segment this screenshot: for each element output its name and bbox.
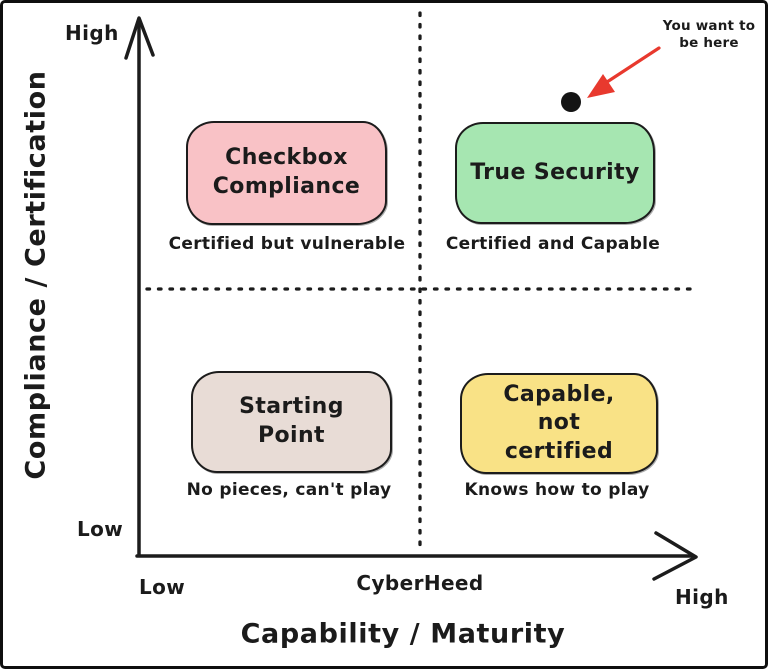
annotation-arrow-shaft [605,46,661,84]
caption-no-pieces-cant-play: No pieces, can't play [186,480,392,500]
y-axis-high-label: High [65,21,119,45]
caption-knows-how-to-play: Knows how to play [464,480,650,500]
x-axis-high-label: High [675,585,729,609]
x-axis-center-label: CyberHeed [356,571,484,595]
quadrant-label: Starting Point [239,394,344,448]
target-dot [561,92,581,112]
y-axis-arrowhead-icon [124,16,155,60]
quadrant-label: True Security [470,159,640,185]
y-axis-title: Compliance / Certification [20,70,52,480]
x-axis-title: Capability / Maturity [240,618,566,650]
annotation-arrowhead-icon [587,74,615,98]
caption-certified-and-capable: Certified and Capable [445,234,661,254]
quadrant-box-true-security: True Security [455,122,655,224]
annotation-line-2: be here [679,35,739,51]
quadrant-label: Capable, not certified [503,381,615,464]
x-axis-arrowhead-icon [652,531,698,581]
caption-certified-but-vulnerable: Certified but vulnerable [168,234,406,254]
axes-and-markers-layer [124,11,698,581]
quadrant-box-capable-not-certified: Capable, not certified [460,373,658,474]
annotation-line-1: You want to [662,18,756,34]
x-axis-low-label: Low [139,575,186,599]
annotation-you-want-to-be-here: You want to be here [659,18,759,52]
quadrant-box-starting-point: Starting Point [191,371,392,473]
quadrant-box-checkbox-compliance: Checkbox Compliance [186,121,387,225]
y-axis-low-label: Low [77,517,124,541]
quadrant-label: Checkbox Compliance [212,145,361,199]
